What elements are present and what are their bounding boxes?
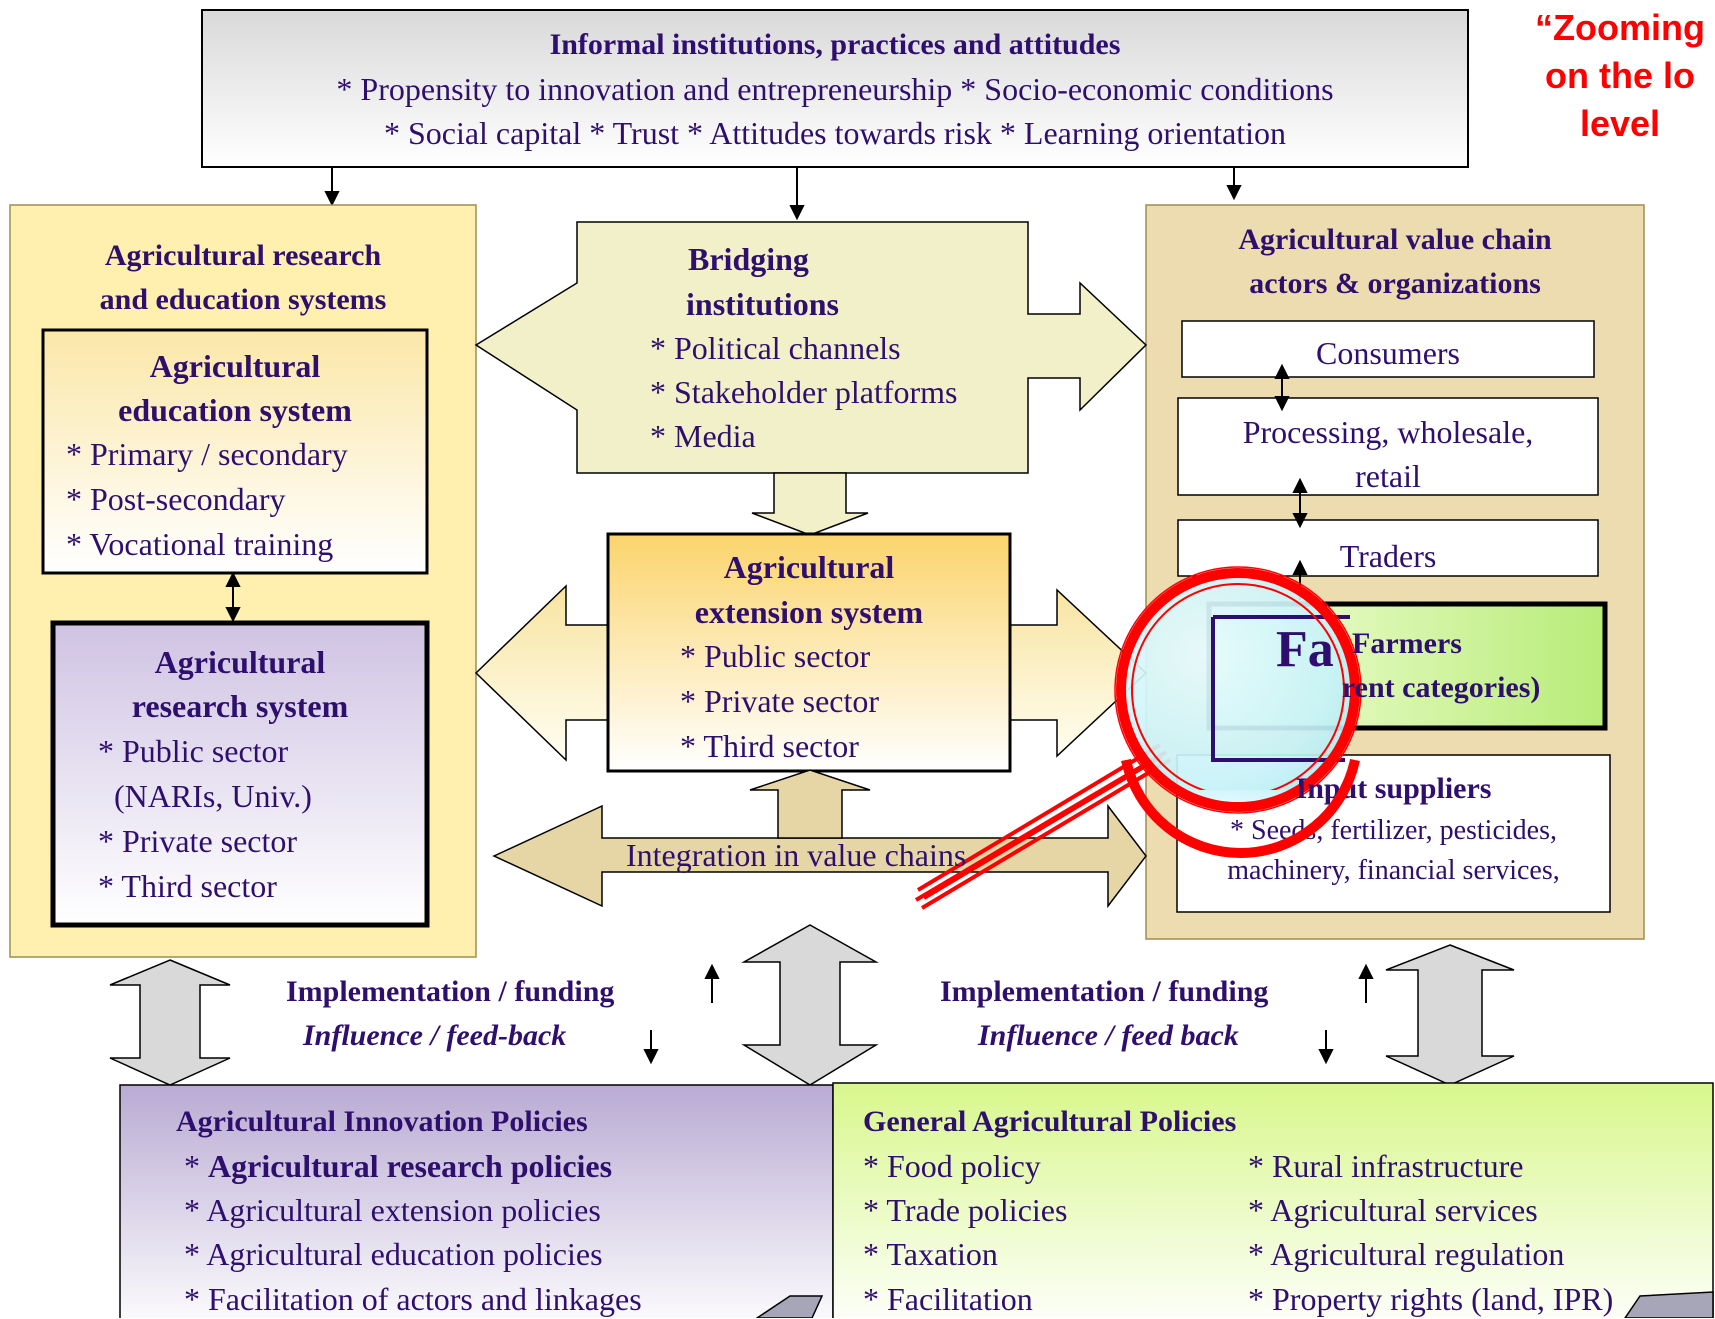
left-implementation-label: Implementation / funding — [286, 975, 615, 1008]
general-policy-left-1: * Food policy — [863, 1148, 1041, 1184]
extension-item-3: * Third sector — [680, 728, 859, 764]
bridging-item-2: * Stakeholder platforms — [650, 374, 958, 410]
extension-system-box — [606, 532, 1012, 773]
education-system-title-2: education system — [118, 392, 352, 428]
research-system-box — [50, 620, 430, 928]
farmers-label-2: (different categories) — [1342, 671, 1541, 704]
education-item-3: * Vocational training — [66, 526, 334, 562]
processing-box — [1177, 397, 1599, 496]
research-education-title-1: Agricultural research — [104, 239, 382, 272]
education-item-2: * Post-secondary — [66, 481, 286, 517]
zoom-note-line-3: level — [1579, 103, 1661, 144]
innovation-policy-first-label: Agricultural research policies — [208, 1148, 613, 1184]
input-title: Input suppliers — [1295, 772, 1492, 805]
extension-title-2: extension system — [694, 594, 924, 630]
extension-item-1: * Public sector — [680, 638, 871, 674]
education-item-1: * Primary / secondary — [66, 436, 348, 472]
left-influence-label: Influence / feed-back — [303, 1019, 567, 1052]
consumers-label: Consumers — [1316, 335, 1460, 371]
processing-label-1: Processing, wholesale, — [1242, 414, 1534, 450]
page-curl-right — [1624, 1291, 1714, 1318]
traders-label: Traders — [1339, 538, 1437, 574]
zoom-note-line-2: on the lo — [1545, 55, 1695, 96]
gray-arrow-left — [109, 959, 231, 1086]
integration-up-arrow — [749, 769, 871, 839]
right-influence-label: Influence / feed back — [978, 1019, 1239, 1052]
farmers-text-clip: Farmers (different categories) — [1342, 604, 1605, 728]
gray-arrow-center — [741, 924, 879, 1086]
general-policy-left-4: * Facilitation — [863, 1281, 1033, 1317]
innovation-policies-box — [119, 1084, 834, 1318]
informal-line-1: * Propensity to innovation and entrepren… — [336, 71, 1334, 107]
bridging-title-1: Bridging — [688, 241, 809, 277]
value-chain-title-1: Agricultural value chain — [1238, 223, 1552, 256]
education-system-title-1: Agricultural — [149, 348, 321, 384]
innovation-policy-3: * Agricultural education policies — [184, 1236, 603, 1272]
research-item-1: * Public sector — [98, 733, 289, 769]
right-implementation-label: Implementation / funding — [940, 975, 1269, 1008]
bridging-arrow — [474, 221, 1148, 474]
extension-item-2: * Private sector — [680, 683, 880, 719]
input-line-1: * Seeds, fertilizer, pesticides, — [1230, 815, 1557, 846]
input-text-clip: Input suppliers * Seeds, fertilizer, pes… — [1177, 755, 1610, 912]
research-system-title-2: research system — [131, 688, 349, 724]
bridging-down-arrow — [751, 472, 869, 536]
innovation-policy-first-star: * — [184, 1148, 208, 1184]
informal-box — [201, 9, 1469, 168]
innovation-policy-first: * Agricultural research policies — [184, 1146, 612, 1186]
research-system-title-1: Agricultural — [154, 644, 326, 680]
magnifier-lens — [1121, 573, 1355, 807]
gray-arrow-right — [1385, 944, 1515, 1086]
innovation-policy-4: * Facilitation of actors and linkages — [184, 1281, 642, 1317]
value-chain-title-2: actors & organizations — [1249, 267, 1541, 300]
general-policy-right-3: * Agricultural regulation — [1248, 1236, 1565, 1272]
informal-line-2: * Social capital * Trust * Attitudes tow… — [383, 115, 1287, 151]
integration-label: Integration in value chains — [626, 837, 967, 873]
page-curl-left — [755, 1295, 824, 1318]
general-policies-box — [832, 1082, 1714, 1318]
research-item-2: (NARIs, Univ.) — [98, 778, 312, 814]
informal-title: Informal institutions, practices and att… — [549, 28, 1121, 61]
processing-label-2: retail — [1355, 458, 1421, 494]
zoom-note-line-1: “Zooming — [1535, 7, 1705, 48]
innovation-policy-2: * Agricultural extension policies — [184, 1192, 601, 1228]
general-policy-right-2: * Agricultural services — [1248, 1192, 1538, 1228]
bridging-title-2: institutions — [686, 286, 839, 322]
innovation-policies-title: Agricultural Innovation Policies — [176, 1105, 588, 1138]
extension-title-1: Agricultural — [723, 549, 895, 585]
farmers-label-1: Farmers — [1352, 627, 1462, 660]
general-policy-left-3: * Taxation — [863, 1236, 998, 1272]
consumers-box — [1181, 320, 1595, 378]
research-item-4: * Third sector — [98, 868, 277, 904]
bridging-item-1: * Political channels — [650, 330, 901, 366]
general-policy-left-2: * Trade policies — [863, 1192, 1068, 1228]
bridging-item-3: * Media — [650, 418, 756, 454]
general-policies-title: General Agricultural Policies — [863, 1105, 1237, 1138]
education-system-box — [41, 328, 429, 575]
research-education-title-2: and education systems — [99, 283, 387, 316]
input-line-2: machinery, financial services, — [1227, 855, 1560, 886]
research-item-3: * Private sector — [98, 823, 298, 859]
general-policy-right-1: * Rural infrastructure — [1248, 1148, 1524, 1184]
magnified-farmers-text: Fa — [1276, 621, 1334, 678]
general-policy-right-4: * Property rights (land, IPR) — [1248, 1281, 1614, 1317]
